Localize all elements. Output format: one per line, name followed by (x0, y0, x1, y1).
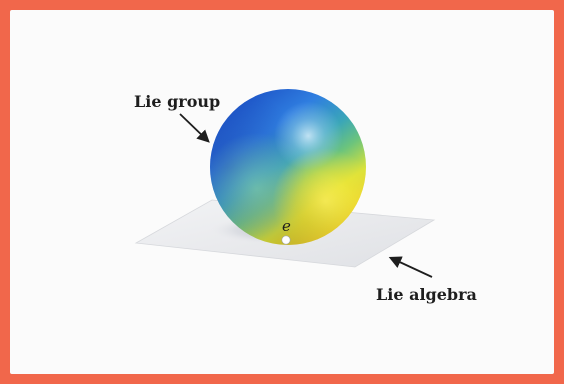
lie-group-sphere (210, 89, 366, 245)
lie-group-label: Lie group (134, 92, 221, 111)
lie-algebra-arrow (388, 256, 433, 278)
identity-point (281, 235, 291, 245)
identity-label: e (282, 217, 291, 235)
lie-algebra-label: Lie algebra (376, 285, 477, 304)
diagram-panel: Lie group Lie algebra e (10, 10, 554, 374)
lie-group-arrow (179, 113, 210, 143)
lie-diagram-canvas (134, 89, 436, 278)
